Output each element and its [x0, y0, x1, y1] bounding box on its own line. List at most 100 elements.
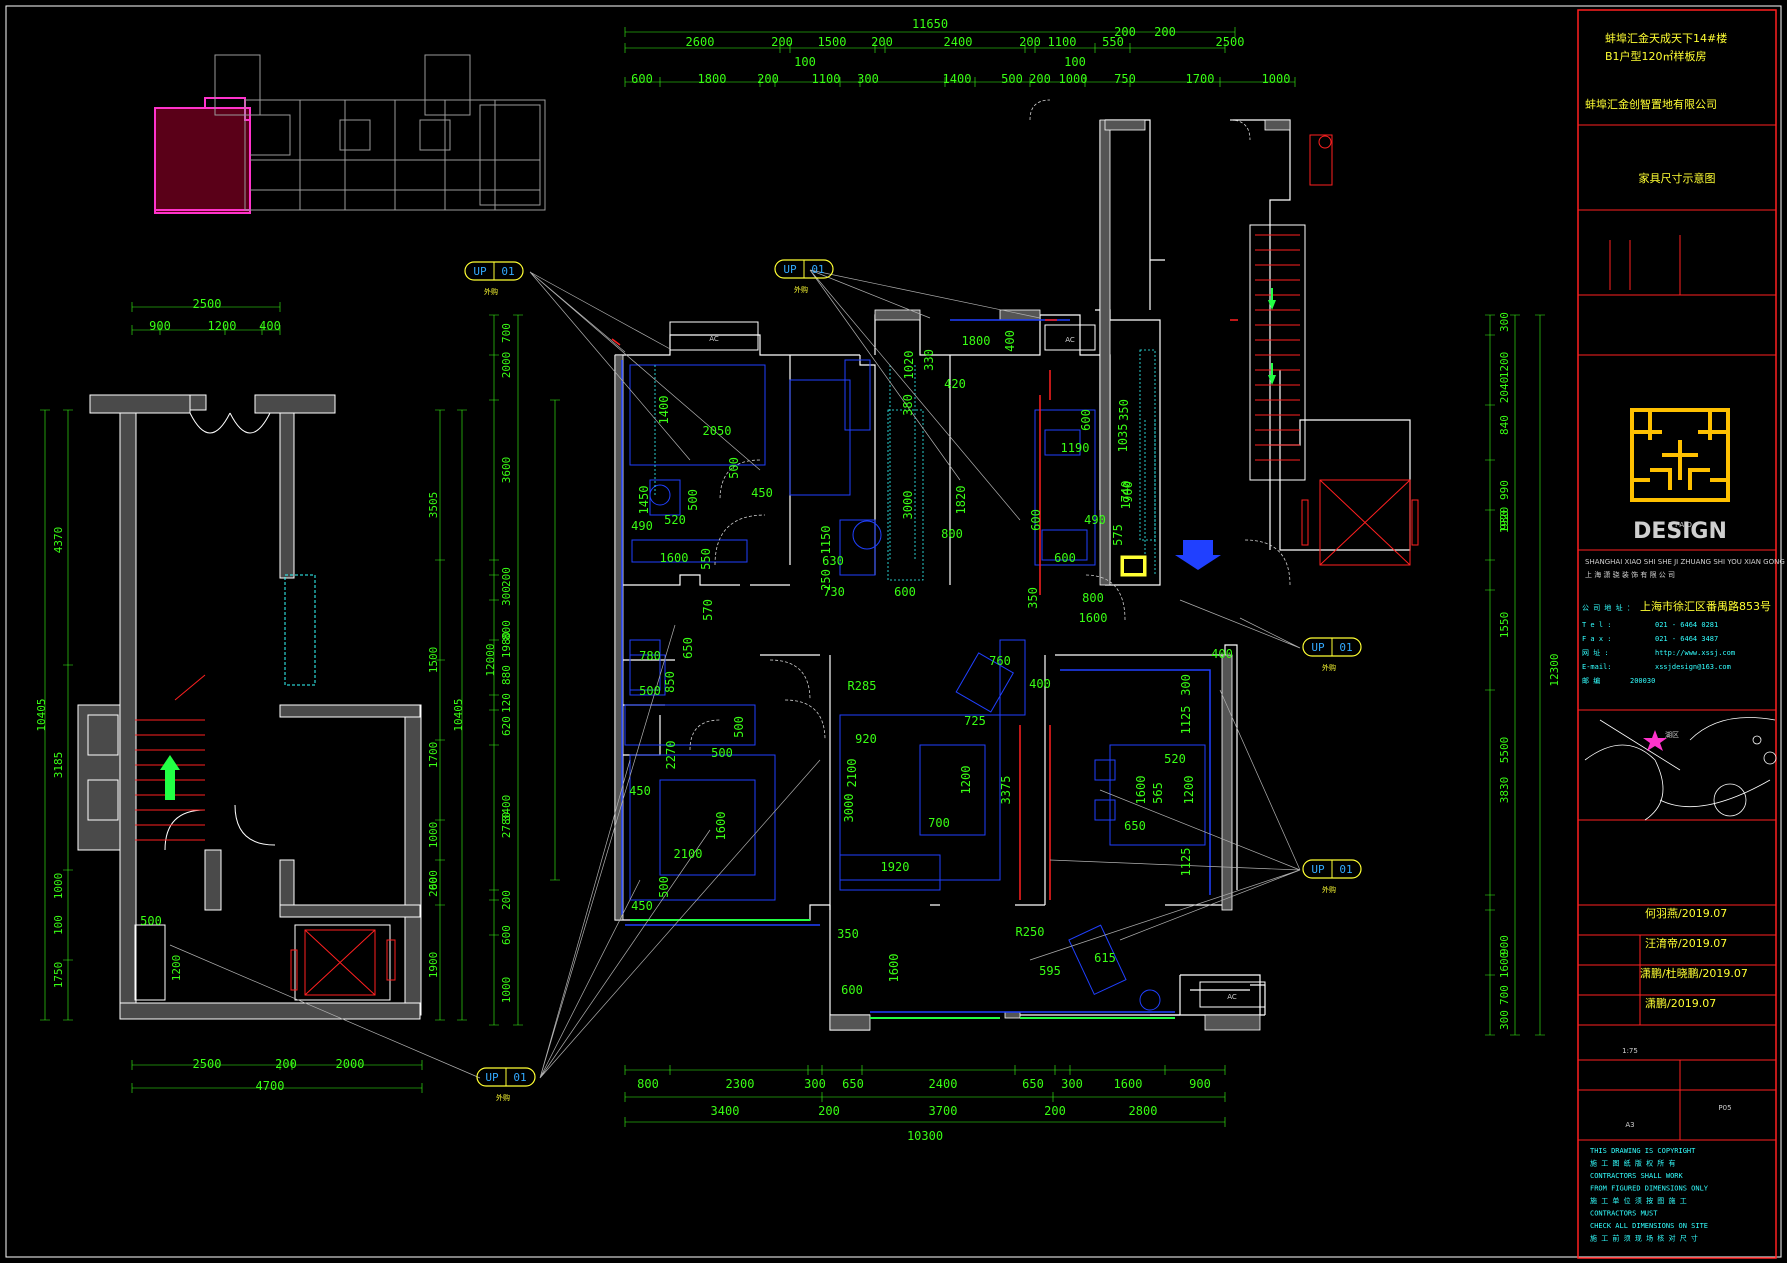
email-value: xssjdesign@163.com	[1655, 663, 1731, 671]
dim-small-bottom-total: 4700	[256, 1079, 285, 1093]
room-dimension: 2050	[703, 424, 732, 438]
dim-top-extra: 200	[1114, 25, 1136, 39]
small-plan	[40, 302, 467, 1093]
room-dimension: 1600	[1079, 611, 1108, 625]
dim-small-bottom-row: 200	[275, 1057, 297, 1071]
room-dimension: 3000	[901, 491, 915, 520]
furniture	[624, 359, 1206, 1011]
room-dimension: 850	[663, 671, 677, 693]
dim-small-right: 600	[427, 870, 440, 890]
dim-bottom-row1: 900	[1189, 1077, 1211, 1091]
company-logo	[1630, 408, 1730, 502]
company-chinese: 上 海 潇 骁 装 饰 有 限 公 司	[1585, 570, 1675, 579]
tag-code: UP	[1311, 863, 1325, 876]
room-dimension: 1190	[1061, 441, 1090, 455]
dim-left: 3400	[500, 795, 513, 822]
room-dimension: 2270	[664, 741, 678, 770]
ac-label-2: AC	[1065, 336, 1075, 344]
tag-subtitle: 外购	[1322, 663, 1336, 672]
entry-arrow-icon	[1175, 540, 1221, 570]
dim-small-left: 1750	[52, 962, 65, 989]
room-dimension: 600	[841, 983, 863, 997]
dim-bottom-row1: 1600	[1114, 1077, 1143, 1091]
dim-small-inner: 1200	[170, 955, 183, 982]
ac-label-3: AC	[1227, 993, 1237, 1001]
dim-small-right: 3505	[427, 492, 440, 519]
tag-number: 01	[1339, 641, 1352, 654]
room-dimension: 595	[1039, 964, 1061, 978]
room-dimension: 500	[732, 716, 746, 738]
room-dimension: 500	[711, 746, 733, 760]
room-dimension: R285	[848, 679, 877, 693]
room-dimension: 900	[1121, 481, 1135, 503]
room-dimension: 760	[989, 654, 1011, 668]
stair-tower	[1119, 134, 1419, 578]
ac-label-1: AC	[709, 335, 719, 343]
dim-bottom-row2: 3700	[929, 1104, 958, 1118]
room-dimension: 400	[1211, 647, 1233, 661]
dim-right: 300	[1498, 312, 1511, 332]
dim-small-left: 100	[52, 915, 65, 935]
tag-number: 01	[811, 263, 824, 276]
dim-small-top-row: 400	[259, 319, 281, 333]
room-dimension: 1820	[954, 486, 968, 515]
room-dimension: 780	[639, 649, 661, 663]
dim-small-left-total: 10405	[35, 698, 48, 731]
room-dimension: 1800	[962, 334, 991, 348]
room-dimension: 350	[1117, 399, 1131, 421]
tag-subtitle: 外购	[496, 1093, 510, 1102]
web-value: http://www.xssj.com	[1655, 649, 1735, 657]
room-dimension: 520	[664, 513, 686, 527]
dim-left: 620	[500, 716, 513, 736]
key-plan	[154, 54, 546, 214]
room-dimension: 1450	[637, 486, 651, 515]
tag-number: 01	[513, 1071, 526, 1084]
room-dimension: 520	[1164, 752, 1186, 766]
dim-left: 2000	[500, 352, 513, 379]
room-dimension: 570	[701, 599, 715, 621]
dim-bottom-row1: 650	[842, 1077, 864, 1091]
dim-top-row3: 1700	[1186, 72, 1215, 86]
room-dimension: 400	[1003, 330, 1017, 352]
room-dimension: 2100	[674, 847, 703, 861]
fax-value: 021 - 6464 3487	[1655, 635, 1718, 643]
dim-top-row1: 2500	[1216, 35, 1245, 49]
room-dimension: 700	[928, 816, 950, 830]
room-dimension: 500	[727, 457, 741, 479]
dim-top-row1: 200	[771, 35, 793, 49]
dim-left: 1000	[500, 977, 513, 1004]
dim-right: 1550	[1498, 612, 1511, 639]
project-name: 蚌埠汇金天成天下14#楼	[1605, 31, 1727, 45]
room-dimension: 1600	[660, 551, 689, 565]
leader-lines	[169, 269, 1301, 1079]
room-dimension: 500	[639, 684, 661, 698]
logo-wordmark: DESIGN	[1633, 519, 1727, 544]
fax-label: F a x :	[1582, 635, 1612, 643]
dim-top-row3: 1100	[812, 72, 841, 86]
copyright-notice-line: 施 工 单 位 须 按 图 施 工	[1590, 1196, 1687, 1205]
drafter-signature: 汪淯帝/2019.07	[1645, 936, 1727, 950]
room-dimension: 1150	[819, 526, 833, 555]
tag	[1302, 637, 1362, 657]
room-dimension: 300	[1179, 674, 1193, 696]
room-dimension: 725	[964, 714, 986, 728]
dim-small-left: 3185	[52, 752, 65, 779]
copyright-notice-line: CONTRACTORS SHALL WORK	[1590, 1172, 1684, 1180]
drawing-border	[5, 5, 1782, 1258]
zip-value: 200030	[1630, 677, 1655, 685]
room-dimension: 420	[944, 377, 966, 391]
room-dimension: 350	[837, 927, 859, 941]
tag-subtitle: 外购	[484, 287, 498, 296]
dim-top-row1: 1500	[818, 35, 847, 49]
dim-top-row2: 100	[794, 55, 816, 69]
dim-right: 3830	[1498, 777, 1511, 804]
room-dimension: 350	[1026, 587, 1040, 609]
copyright-notice-line: CONTRACTORS MUST	[1590, 1210, 1658, 1218]
room-dimension: 1920	[881, 860, 910, 874]
dim-top-extra: 200	[1154, 25, 1176, 39]
room-dimension: 1200	[959, 766, 973, 795]
dim-small-bottom-row: 2500	[193, 1057, 222, 1071]
room-dimension: 1400	[657, 396, 671, 425]
dim-left: 3600	[500, 457, 513, 484]
